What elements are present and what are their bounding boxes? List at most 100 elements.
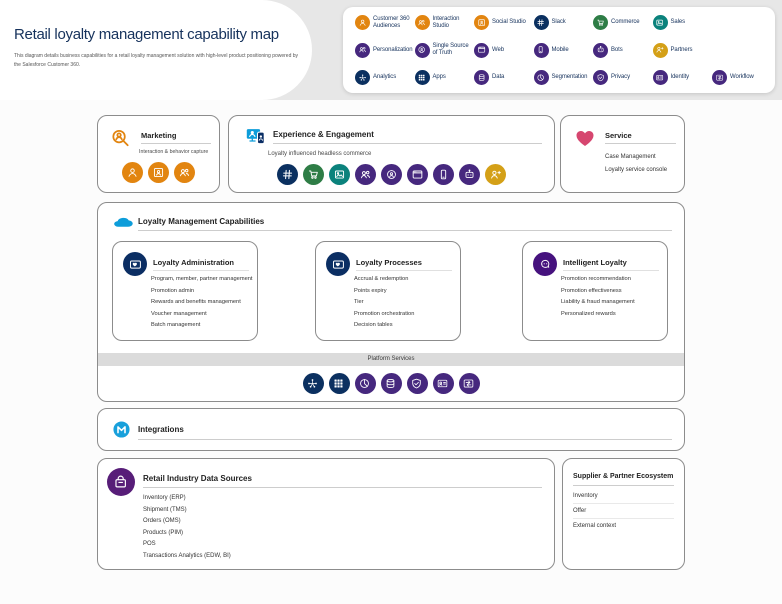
commerce-icon	[593, 15, 608, 30]
analytics-icon	[355, 70, 370, 85]
sales-icon	[329, 164, 350, 185]
salesforce-cloud-icon	[111, 214, 136, 231]
legend-label: Data	[492, 74, 505, 81]
personalization-icon	[355, 42, 370, 58]
mulesoft-icon	[113, 421, 130, 438]
privacy-icon	[406, 373, 428, 394]
list-item: Promotion recommendation	[561, 276, 631, 282]
commerce-icon	[303, 164, 324, 185]
legend-card: Customer 360 Audiences Interaction Studio…	[343, 7, 775, 93]
legend-row: Customer 360 Audiences Interaction Studio…	[355, 15, 775, 30]
interaction-studio-icon	[414, 15, 430, 30]
marketing-box: Marketing Interaction & behavior capture	[97, 115, 220, 193]
legend-item: Social Studio	[474, 15, 534, 30]
list-item: Inventory (ERP)	[143, 495, 186, 501]
loyalty-administration-title: Loyalty Administration	[153, 258, 234, 267]
partners-icon	[485, 164, 506, 185]
list-item: Voucher management	[151, 310, 207, 317]
list-item: Accrual & redemption	[354, 276, 409, 282]
bots-icon	[459, 164, 480, 185]
list-item: Promotion effectiveness	[561, 287, 622, 294]
mobile-icon	[533, 42, 549, 58]
legend-item: Sales	[652, 15, 713, 30]
mobile-icon	[433, 164, 454, 185]
list-item: Transactions Analytics (EDW, BI)	[143, 552, 231, 559]
bots-icon	[593, 42, 608, 58]
legend-item: Identity	[652, 70, 713, 85]
list-item: External context	[573, 522, 617, 529]
legend-item: Mobile	[533, 42, 594, 58]
experience-title: Experience & Engagement	[273, 130, 374, 139]
list-item: Rewards and benefits management	[151, 299, 241, 305]
legend-item: Workflow	[712, 70, 772, 85]
divider	[573, 485, 674, 486]
loyalty-card-icon	[123, 252, 147, 276]
single-source-of-truth-icon	[414, 42, 430, 58]
segmentation-icon	[354, 373, 376, 394]
legend-item: Partners	[652, 42, 713, 58]
interaction-studio-icon	[174, 162, 195, 183]
legend-item: Privacy	[593, 70, 653, 85]
list-item: POS	[143, 541, 156, 548]
legend-row: Analytics Apps Data Segmentation Privacy Iden…	[355, 70, 775, 85]
list-item: Shipment (TMS)	[143, 506, 187, 513]
legend-label: Identity	[670, 74, 690, 81]
legend-item: Interaction Studio	[414, 15, 475, 30]
divider	[356, 270, 452, 271]
divider	[273, 143, 542, 144]
apps-icon	[328, 373, 350, 394]
legend-item: Single Source of Truth	[414, 42, 475, 58]
legend-label: Apps	[432, 74, 446, 81]
divider	[563, 270, 659, 271]
legend-label: Analytics	[373, 74, 397, 81]
lmc-title: Loyalty Management Capabilities	[138, 217, 265, 226]
supplier-title: Supplier & Partner Ecosystem	[573, 473, 674, 480]
legend-label: Privacy	[611, 74, 630, 81]
legend-item: Analytics	[355, 70, 415, 85]
legend-item: Apps	[414, 70, 475, 85]
list-item: Promotion admin	[151, 287, 194, 294]
integrations-box: Integrations	[97, 408, 685, 451]
platform-services-bar: Platform Services	[98, 353, 684, 366]
service-title: Service	[605, 131, 632, 140]
marketing-icon-row	[98, 162, 219, 183]
list-item: Products (PIM)	[143, 529, 184, 536]
legend-item: Customer 360 Audiences	[355, 15, 415, 30]
slack-icon	[277, 164, 298, 185]
loyalty-card-icon	[326, 252, 350, 276]
experience-engagement-box: Experience & Engagement Loyalty influenc…	[228, 115, 555, 193]
divider	[605, 143, 676, 144]
list-item: Promotion orchestration	[354, 310, 415, 317]
experience-subtitle: Loyalty influenced headless commerce	[268, 151, 372, 157]
legend-label: Segmentation	[551, 74, 588, 81]
marketing-title: Marketing	[141, 131, 177, 140]
list-item: Orders (OMS)	[143, 518, 181, 525]
social-studio-icon	[148, 162, 169, 183]
service-heart-icon	[573, 126, 597, 150]
list-item: Liability & fraud management	[561, 299, 635, 305]
list-item: Offer	[573, 504, 674, 519]
sales-icon	[652, 15, 668, 30]
divider	[138, 439, 672, 440]
legend-item: Segmentation	[533, 70, 594, 85]
divider	[138, 230, 672, 231]
workflow-icon	[712, 70, 727, 85]
list-item: Program, member, partner management	[151, 276, 253, 282]
social-studio-icon	[474, 15, 489, 30]
legend-label: Slack	[551, 19, 566, 26]
shopping-bag-icon	[107, 468, 135, 496]
loyalty-processes-title: Loyalty Processes	[356, 258, 422, 267]
list-item: Decision tables	[354, 322, 393, 328]
legend-item: Data	[474, 70, 534, 85]
legend-label: Customer 360 Audiences	[373, 15, 410, 29]
web-icon	[474, 42, 489, 58]
legend-item: Personalization	[355, 42, 415, 58]
list-item: Tier	[354, 299, 364, 305]
loyalty-administration-box: Loyalty Administration Program, member, …	[112, 241, 258, 341]
